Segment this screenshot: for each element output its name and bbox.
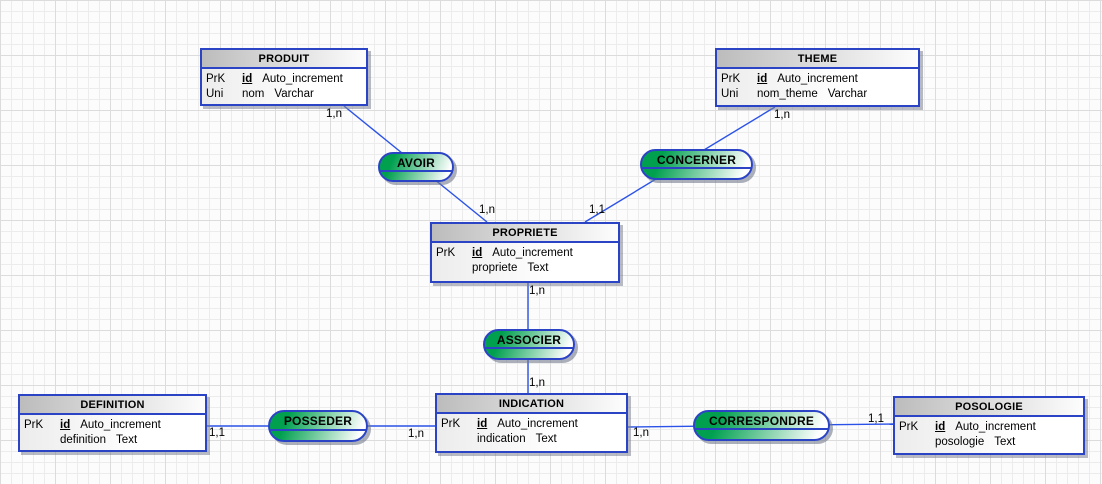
attribute-name: definition [60,434,107,446]
cardinality-label: 1,n [408,428,424,440]
cardinality-label: 1,n [479,204,495,216]
cardinality-label: 1,n [529,285,545,297]
relation-divider [695,428,828,431]
entity-title: THEME [717,50,918,69]
attribute-key-type [436,261,462,276]
attribute-name: propriete [472,262,518,274]
attribute-datatype: Auto_increment [492,247,573,259]
cardinality-label: 1,n [774,109,790,121]
attribute-datatype: Varchar [827,88,868,100]
relation-divider [642,167,751,170]
relation-concerner[interactable]: CONCERNER [640,149,753,180]
attribute-key-type [441,432,467,447]
cardinality-label: 1,n [633,427,649,439]
relation-label: CONCERNER [656,153,737,167]
attribute-name: id [242,73,253,85]
attribute-row: PrK id Auto_increment [24,418,201,433]
attribute-key-type: PrK [436,247,456,259]
attribute-key-type: Uni [206,88,224,100]
attribute-name: posologie [935,436,985,448]
cardinality-label: 1,1 [868,413,884,425]
attribute-datatype: Auto_increment [80,419,161,431]
attribute-name: id [757,73,768,85]
attribute-name: id [60,419,71,431]
relation-label: ASSOCIER [496,333,562,347]
entity-indication[interactable]: INDICATION PrK id Auto_increment indication T… [435,393,628,453]
attribute-name: id [472,247,483,259]
attribute-datatype: Auto_increment [262,73,343,85]
cardinality-label: 1,1 [209,427,225,439]
relation-label: POSSEDER [283,414,353,428]
attribute-datatype: Auto_increment [777,73,858,85]
relation-correspondre[interactable]: CORRESPONDRE [693,410,830,441]
attribute-datatype: Auto_increment [497,418,578,430]
attribute-row: PrK id Auto_increment [441,417,622,432]
relation-label: AVOIR [396,156,436,170]
entity-attributes: PrK id Auto_increment posologie Text [895,417,1083,453]
entity-attributes: PrK id Auto_increment propriete Text [432,243,618,281]
relation-associer[interactable]: ASSOCIER [483,329,575,360]
attribute-datatype: Text [535,433,557,445]
attribute-datatype: Text [994,436,1016,448]
attribute-name: indication [477,433,526,445]
attribute-key-type: PrK [721,73,741,85]
entity-attributes: PrK id Auto_increment indication Text [437,414,626,451]
attribute-key-type [24,433,50,448]
attribute-row: PrK id Auto_increment [206,72,362,87]
cardinality-label: 1,1 [589,204,605,216]
entity-attributes: PrK id Auto_increment definition Text [20,415,205,450]
attribute-row: Uni nom_theme Varchar [721,87,914,102]
attribute-row: Uni nom Varchar [206,87,362,102]
attribute-row: PrK id Auto_increment [436,246,614,261]
attribute-key-type: PrK [24,419,44,431]
attribute-datatype: Text [527,262,549,274]
attribute-name: id [477,418,488,430]
relation-divider [270,428,366,431]
attribute-key-type: PrK [206,73,226,85]
attribute-row: propriete Text [436,261,614,276]
entity-title: PRODUIT [202,50,366,69]
attribute-name: nom_theme [757,88,818,100]
attribute-name: nom [242,88,265,100]
attribute-row: posologie Text [899,435,1079,450]
relation-avoir[interactable]: AVOIR [378,152,454,182]
attribute-row: indication Text [441,432,622,447]
attribute-datatype: Text [116,434,138,446]
relation-divider [380,169,452,172]
attribute-name: id [935,421,946,433]
entity-title: INDICATION [437,395,626,414]
attribute-key-type: Uni [721,88,739,100]
attribute-datatype: Auto_increment [955,421,1036,433]
attribute-row: PrK id Auto_increment [899,420,1079,435]
attribute-row: PrK id Auto_increment [721,72,914,87]
entity-definition[interactable]: DEFINITION PrK id Auto_increment definition T… [18,394,207,452]
attribute-key-type: PrK [899,421,919,433]
relation-posseder[interactable]: POSSEDER [268,410,368,442]
entity-title: POSOLOGIE [895,398,1083,417]
attribute-datatype: Varchar [274,88,314,100]
relation-label: CORRESPONDRE [708,414,815,428]
entity-title: PROPRIETE [432,224,618,243]
attribute-row: definition Text [24,433,201,448]
entity-title: DEFINITION [20,396,205,415]
cardinality-label: 1,n [326,108,342,120]
attribute-key-type [899,435,925,450]
entity-posologie[interactable]: POSOLOGIE PrK id Auto_increment posologie Tex… [893,396,1085,455]
entity-propriete[interactable]: PROPRIETE PrK id Auto_increment propriete Tex… [430,222,620,283]
relation-divider [485,347,573,350]
cardinality-label: 1,n [529,377,545,389]
attribute-key-type: PrK [441,418,461,430]
